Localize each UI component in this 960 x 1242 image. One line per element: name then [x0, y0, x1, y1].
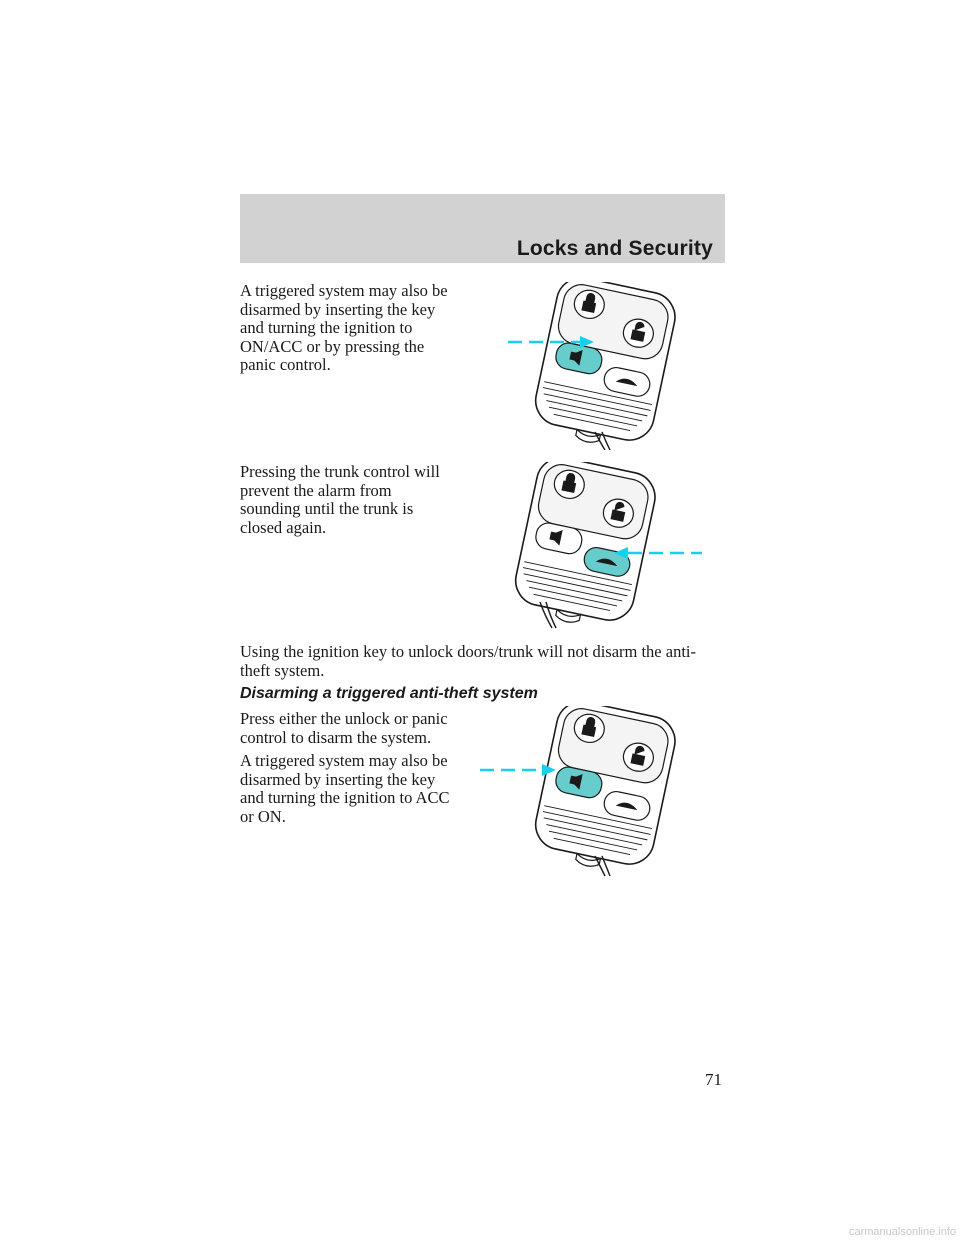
key-fob-illustration-panic [508, 282, 676, 450]
paragraph-ignition-acc: A triggered system may also be disarmed … [240, 751, 450, 826]
key-fob-illustration-panic-2 [480, 706, 676, 877]
indicator-arrow [614, 547, 702, 559]
paragraph-unlock-panic: Press either the unlock or panic control… [240, 709, 448, 747]
watermark-text: carmanualsonline.info [848, 1226, 956, 1238]
page-number: 71 [705, 1070, 722, 1089]
paragraph-trunk-control: Pressing the trunk control will prevent … [240, 462, 440, 537]
subheading-disarming: Disarming a triggered anti-theft system [240, 685, 538, 702]
key-fob-illustration-trunk [514, 462, 702, 629]
section-title: Locks and Security [516, 237, 713, 260]
section-header-band: Locks and Security [240, 194, 725, 263]
paragraph-triggered-disarm: A triggered system may also be disarmed … [240, 281, 448, 374]
indicator-arrow [508, 336, 594, 348]
indicator-arrow [480, 764, 556, 776]
paragraph-ignition-key: Using the ignition key to unlock doors/t… [240, 642, 696, 680]
